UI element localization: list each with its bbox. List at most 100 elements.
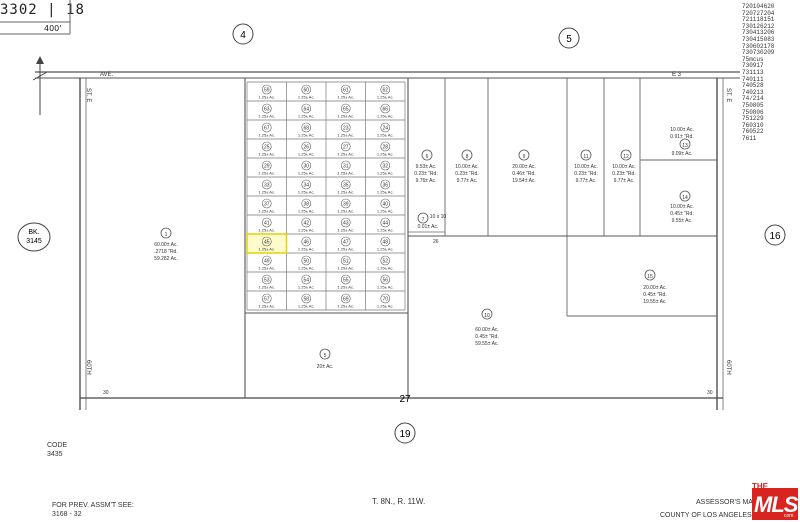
- lot-area: 1.25± Ac.: [298, 209, 315, 214]
- parcel-10-area2: 0.45± "Rd.: [475, 334, 498, 340]
- lot-area: 1.25± Ac.: [377, 171, 394, 176]
- lot-number: 25: [264, 145, 270, 151]
- parcel-8-area1: 10.00± Ac.: [455, 164, 479, 170]
- parcel-10-number: 10: [484, 313, 490, 319]
- lot-circle: [380, 236, 391, 247]
- lot-circle: [261, 255, 272, 266]
- lot-circle: [301, 198, 312, 209]
- lot-number: 32: [382, 164, 388, 170]
- lot-number: 55: [343, 278, 349, 284]
- lot-area: 1.25± Ac.: [377, 266, 394, 271]
- reference-number: 740111: [742, 75, 764, 83]
- mls-logo: THE MLS com: [752, 482, 798, 520]
- lot-number: 44: [382, 221, 388, 227]
- lot-number: 41: [264, 221, 270, 227]
- lot-circle: [380, 179, 391, 190]
- parcel-8-area2: 0.23± "Rd.: [455, 171, 478, 177]
- lot-circle: [261, 198, 272, 209]
- parcel-8-area3: 9.77± Ac.: [457, 178, 478, 184]
- lot-area: 1.25± Ac.: [377, 285, 394, 290]
- lot-number: 63: [264, 107, 270, 113]
- lot-area: 1.25± Ac.: [298, 228, 315, 233]
- lot-area: 1.25± Ac.: [258, 304, 275, 309]
- reference-number: 750805: [742, 101, 764, 109]
- lot-number: 68: [303, 126, 309, 132]
- lot-number: 51: [343, 259, 349, 265]
- parcel-14-number: 14: [682, 195, 688, 201]
- lot-area: 1.25± Ac.: [258, 133, 275, 138]
- section-19-label: 19: [399, 429, 411, 440]
- lot-circle: [380, 160, 391, 171]
- section-5-label: 5: [566, 34, 572, 45]
- small-lot-grid: 591.25± Ac.601.25± Ac.611.25± Ac.621.25±…: [246, 81, 406, 311]
- lot-number: 30: [303, 164, 309, 170]
- book-badge-line2: 3145: [26, 238, 42, 245]
- reference-number: 730730209: [742, 49, 775, 57]
- lot-area: 1.25± Ac.: [298, 266, 315, 271]
- lot-number: 70: [382, 297, 388, 303]
- lot-area: 1.25± Ac.: [298, 133, 315, 138]
- lot-area: 1.25± Ac.: [377, 247, 394, 252]
- lot-number: 40: [382, 202, 388, 208]
- reference-number: 740528: [742, 82, 764, 90]
- lot-number: 65: [343, 107, 349, 113]
- reference-number: 730917: [742, 62, 764, 70]
- lot-area: 1.25± Ac.: [258, 266, 275, 271]
- lot-number: 48: [382, 240, 388, 246]
- lot-area: 1.25± Ac.: [258, 228, 275, 233]
- lot-number: 24: [382, 126, 388, 132]
- lot-circle: [340, 217, 351, 228]
- section-boundary: [35, 71, 740, 410]
- lot-circle: [301, 84, 312, 95]
- lot-circle: [340, 84, 351, 95]
- county-label: COUNTY OF LOS ANGELES: [660, 512, 752, 519]
- corner-value-left: 30: [103, 390, 109, 396]
- lot-circle: [340, 179, 351, 190]
- parcel-8-number: 8: [466, 154, 469, 160]
- reference-number: 760310: [742, 121, 764, 129]
- lot-circle: [261, 84, 272, 95]
- parcel-5-area: 20± Ac.: [317, 364, 334, 370]
- lot-number: 52: [382, 259, 388, 265]
- lot-circle: [261, 236, 272, 247]
- lot-area: 1.25± Ac.: [377, 152, 394, 157]
- parcel-1-area1: 60.00± Ac.: [154, 242, 178, 248]
- lot-circle: [301, 122, 312, 133]
- lot-number: 57: [264, 297, 270, 303]
- lot-number: 36: [382, 183, 388, 189]
- parcel-15-area1: 20.00± Ac.: [643, 285, 667, 291]
- parcel-12-area1: 10.00± Ac.: [612, 164, 636, 170]
- lot-circle: [380, 141, 391, 152]
- book-badge-line1: BK.: [28, 229, 39, 236]
- parcel-9-area2: 0.46± "Rd.: [512, 171, 535, 177]
- parcel-12-area3: 9.77± Ac.: [614, 178, 635, 184]
- lot-circle: [261, 274, 272, 285]
- parcel-9-area1: 20.00± Ac.: [512, 164, 536, 170]
- lot-area: 1.25± Ac.: [298, 190, 315, 195]
- highlighted-parcel[interactable]: [246, 233, 288, 254]
- lot-circle: [380, 255, 391, 266]
- lot-circle: [380, 198, 391, 209]
- corner-value-mid: 26: [433, 239, 439, 245]
- lot-circle: [301, 217, 312, 228]
- lot-area: 1.25± Ac.: [337, 190, 354, 195]
- parcel-13-area1: 10.00± Ac.: [670, 127, 694, 133]
- lot-circle: [340, 236, 351, 247]
- parcel-9-number: 9: [523, 154, 526, 160]
- lot-number: 64: [303, 107, 309, 113]
- lot-circle: [380, 122, 391, 133]
- lot-area: 1.25± Ac.: [258, 114, 275, 119]
- line-marker-27: 27: [399, 394, 411, 405]
- lot-area: 1.25± Ac.: [258, 209, 275, 214]
- lot-number: 23: [343, 126, 349, 132]
- parcel-13-area2: 0.91± "Rd.: [670, 134, 693, 140]
- parcel-15-area2: 0.45± "Rd.: [643, 292, 666, 298]
- street-right-top-label: ST. E: [725, 88, 731, 102]
- lot-area: 1.25± Ac.: [337, 285, 354, 290]
- lot-area: 1.25± Ac.: [258, 152, 275, 157]
- code-label: CODE: [47, 442, 68, 449]
- parcel-9-area3: 19.54± Ac.: [512, 178, 536, 184]
- lot-number: 27: [343, 145, 349, 151]
- street-left-label: ST. E: [85, 88, 91, 102]
